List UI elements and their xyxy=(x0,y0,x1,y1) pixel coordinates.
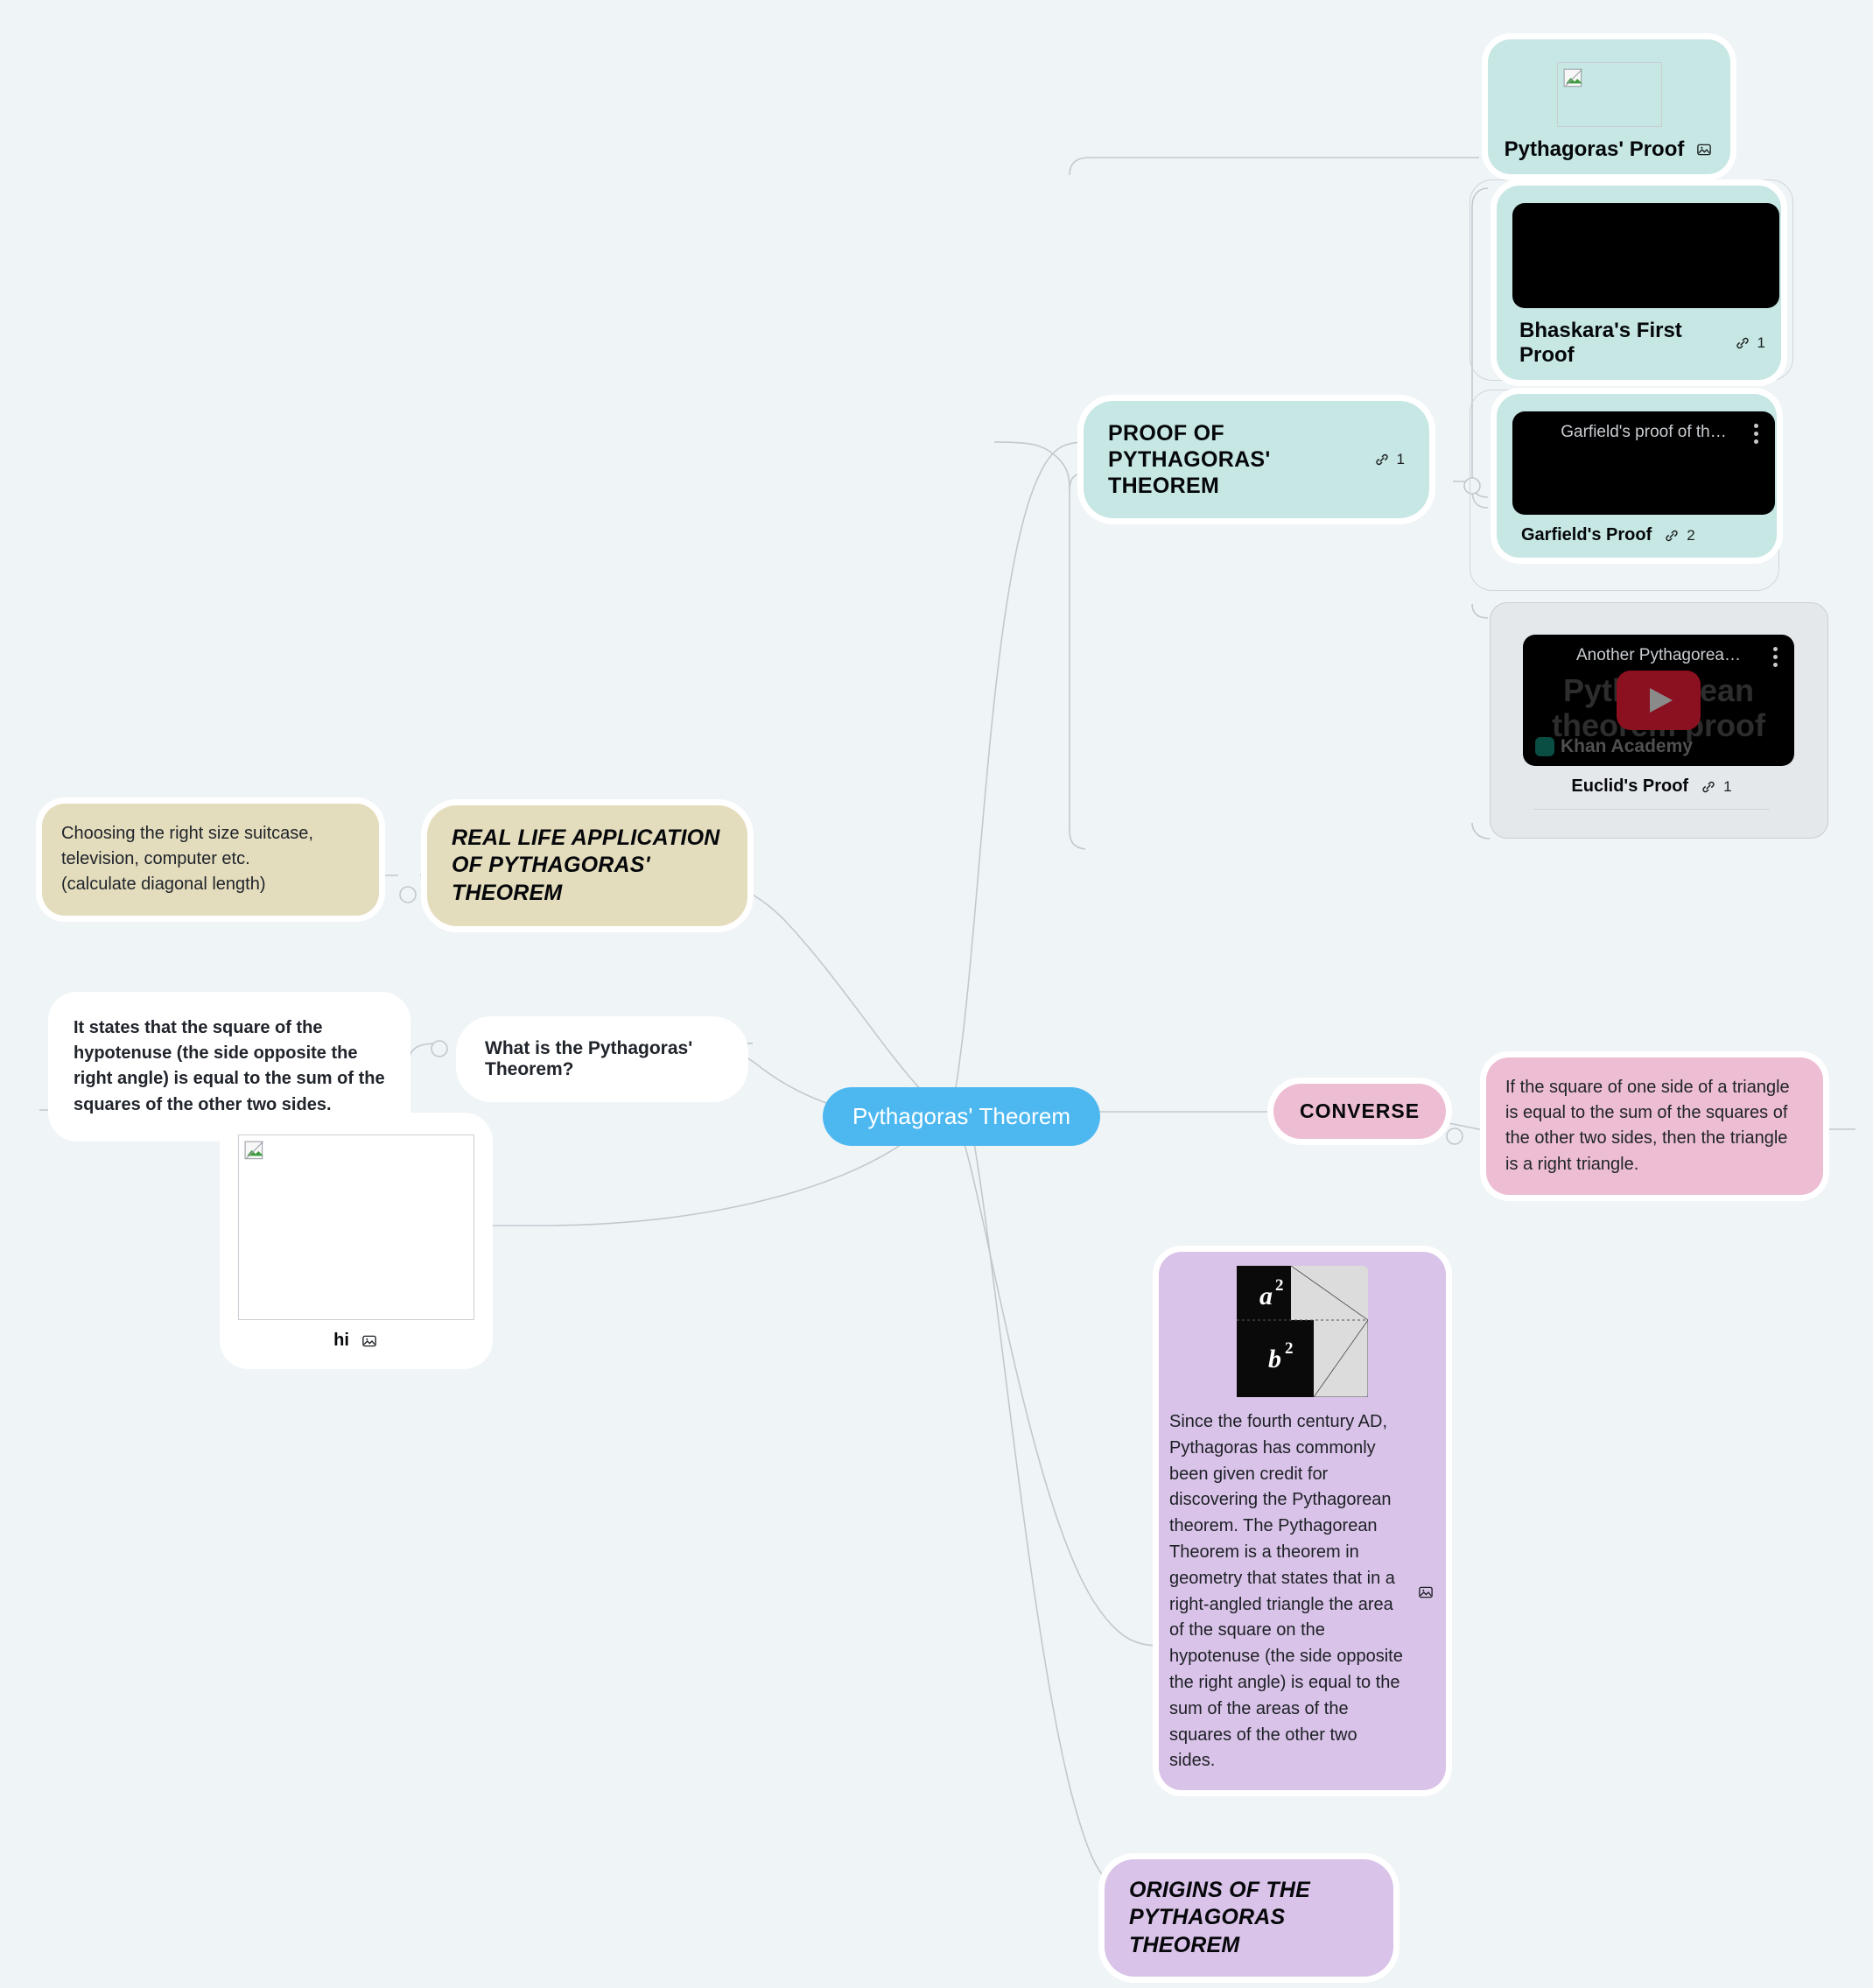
connector-junction xyxy=(399,886,417,903)
node-text: Choosing the right size suitcase, televi… xyxy=(61,824,313,895)
node-euclid-proof[interactable]: Pythagorean theorem proof Another Pythag… xyxy=(1507,617,1796,822)
thumbnail[interactable] xyxy=(1512,203,1779,308)
link-badge[interactable]: 1 xyxy=(1372,451,1405,468)
svg-text:b: b xyxy=(1268,1345,1281,1373)
link-badge[interactable]: 1 xyxy=(1699,777,1732,796)
branch-node-real-life-label: REAL LIFE APPLICATION OF PYTHAGORAS' THE… xyxy=(452,825,726,905)
video-title: Another Pythagorea… xyxy=(1575,646,1741,664)
node-bhaskara-first-proof[interactable]: Bhaskara's First Proof 1 xyxy=(1497,186,1781,380)
node-label: hi xyxy=(333,1331,349,1350)
branch-node-what-is[interactable]: What is the Pythagoras' Theorem? xyxy=(462,1022,742,1096)
node-footer: Bhaskara's First Proof 1 xyxy=(1512,319,1765,368)
node-divider xyxy=(1533,809,1770,810)
node-garfield-proof[interactable]: Garfield's proof of th… Garfield's Proof… xyxy=(1497,394,1777,558)
node-definition-note[interactable]: It states that the square of the hypoten… xyxy=(54,998,404,1135)
link-icon xyxy=(1375,453,1388,466)
branch-node-converse[interactable]: CONVERSE xyxy=(1273,1084,1447,1139)
video-title: Garfield's proof of th… xyxy=(1561,423,1727,441)
branch-node-converse-label: CONVERSE xyxy=(1300,1099,1421,1122)
broken-image-placeholder xyxy=(238,1134,474,1320)
branch-node-proof-label: PROOF OF PYTHAGORAS' THEOREM xyxy=(1108,421,1277,498)
link-badge[interactable]: 1 xyxy=(1733,334,1765,352)
node-text: If the square of one side of a triangle … xyxy=(1505,1078,1795,1174)
link-badge[interactable]: 2 xyxy=(1662,526,1695,544)
link-icon xyxy=(1736,337,1749,349)
link-count: 1 xyxy=(1757,334,1765,351)
branch-node-proof[interactable]: PROOF OF PYTHAGORAS' THEOREM 1 xyxy=(1084,401,1429,518)
node-pythagoras-proof[interactable]: Pythagoras' Proof xyxy=(1488,39,1730,174)
link-count: 1 xyxy=(1723,777,1732,795)
node-origins-note[interactable]: a 2 b 2 Since the fourth century AD, Pyt… xyxy=(1159,1252,1446,1791)
thumbnail-video[interactable]: Garfield's proof of th… xyxy=(1512,411,1775,515)
branch-node-what-is-label: What is the Pythagoras' Theorem? xyxy=(485,1038,698,1079)
connector-junction xyxy=(1446,1127,1463,1145)
node-footer: Euclid's Proof 1 xyxy=(1523,776,1780,797)
node-label: Pythagoras' Proof xyxy=(1504,137,1685,161)
node-text: Since the fourth century AD, Pythagoras … xyxy=(1169,1412,1408,1771)
proof-children-group-1 xyxy=(1470,179,1793,381)
svg-text:a: a xyxy=(1259,1282,1273,1310)
node-text: It states that the square of the hypoten… xyxy=(74,1018,390,1114)
khan-academy-logo-icon xyxy=(1535,737,1554,756)
svg-text:2: 2 xyxy=(1285,1339,1294,1358)
kebab-menu-icon[interactable] xyxy=(1773,647,1778,671)
image-icon[interactable] xyxy=(1416,1584,1435,1600)
video-channel: Khan Academy xyxy=(1535,736,1693,757)
image-icon[interactable] xyxy=(1694,142,1714,158)
node-converse-note[interactable]: If the square of one side of a triangle … xyxy=(1486,1057,1823,1195)
node-label: Garfield's Proof xyxy=(1521,525,1652,544)
image-icon[interactable] xyxy=(360,1333,379,1349)
branch-node-origins-label: ORIGINS OF THE PYTHAGORAS THEOREM xyxy=(1129,1878,1317,1957)
node-suitcase-note[interactable]: Choosing the right size suitcase, televi… xyxy=(42,804,379,916)
link-icon xyxy=(1666,530,1678,541)
svg-text:2: 2 xyxy=(1275,1276,1284,1295)
connector-junction xyxy=(431,1040,448,1057)
broken-image-placeholder xyxy=(1556,62,1662,127)
pythagoras-diagram: a 2 b 2 xyxy=(1237,1266,1368,1397)
kebab-menu-icon[interactable] xyxy=(1754,424,1759,447)
thumbnail-youtube[interactable]: Pythagorean theorem proof Another Pythag… xyxy=(1523,635,1794,766)
node-footer: Garfield's Proof 2 xyxy=(1512,525,1761,545)
central-node-label: Pythagoras' Theorem xyxy=(852,1103,1071,1129)
play-button-icon[interactable] xyxy=(1617,671,1701,730)
branch-node-origins[interactable]: ORIGINS OF THE PYTHAGORAS THEOREM xyxy=(1105,1859,1393,1977)
node-label: Euclid's Proof xyxy=(1571,776,1689,796)
node-footer: Pythagoras' Proof xyxy=(1504,137,1715,162)
link-icon xyxy=(1702,781,1715,792)
link-count: 1 xyxy=(1396,451,1405,467)
broken-image-icon xyxy=(244,1141,264,1160)
node-hi[interactable]: hi xyxy=(226,1119,487,1363)
central-node[interactable]: Pythagoras' Theorem xyxy=(823,1087,1101,1146)
broken-image-icon xyxy=(1563,68,1582,88)
node-label: Bhaskara's First Proof xyxy=(1519,319,1682,367)
link-count: 2 xyxy=(1687,526,1695,544)
branch-node-real-life[interactable]: REAL LIFE APPLICATION OF PYTHAGORAS' THE… xyxy=(427,805,747,926)
node-footer: hi xyxy=(238,1331,474,1351)
